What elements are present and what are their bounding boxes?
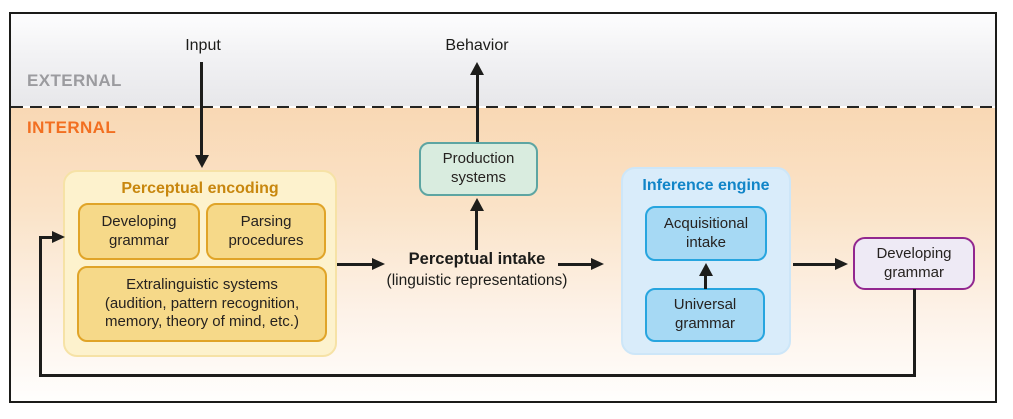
input-label: Input	[185, 37, 221, 54]
feedback-segment-right-vertical	[913, 289, 916, 377]
region-divider-dashed-line	[11, 106, 995, 109]
universal-grammar-box: Universal grammar	[645, 288, 765, 342]
external-region	[11, 14, 995, 106]
behavior-label: Behavior	[445, 37, 509, 54]
feedback-segment-left-vertical	[39, 237, 42, 377]
perceptual-intake: Perceptual intake (linguistic representa…	[367, 250, 587, 290]
arrowhead-up-icon	[470, 62, 484, 75]
production-systems-box: Production systems	[419, 142, 538, 196]
arrowhead-right-icon	[835, 258, 848, 270]
arrowhead-up-icon	[698, 263, 713, 276]
external-region-label: EXTERNAL	[27, 71, 122, 90]
arrow-line	[558, 263, 592, 266]
feedback-segment-arrow-stub	[39, 236, 53, 239]
perceptual-encoding-title: Perceptual encoding	[121, 180, 279, 197]
inference-engine-title: Inference engine	[642, 177, 770, 194]
perceptual-intake-sublabel: (linguistic representations)	[386, 272, 568, 289]
internal-region-label: INTERNAL	[27, 118, 117, 137]
arrowhead-down-icon	[194, 155, 209, 168]
arrowhead-right-icon	[52, 231, 65, 243]
arrow-line	[475, 74, 479, 142]
feedback-segment-bottom-horizontal	[39, 374, 916, 377]
acquisitional-intake-box: Acquisitional intake	[645, 206, 767, 261]
extralinguistic-systems-box: Extralinguistic systems (audition, patte…	[77, 266, 327, 342]
arrowhead-right-icon	[372, 258, 385, 270]
arrowhead-up-icon	[469, 198, 484, 211]
arrowhead-right-icon	[591, 258, 604, 270]
arrow-line	[704, 275, 707, 289]
developing-grammar-box: Developing grammar	[78, 203, 200, 260]
arrow-line	[793, 263, 836, 266]
perceptual-intake-label: Perceptual intake	[408, 250, 546, 268]
developing-grammar-output-box: Developing grammar	[853, 237, 975, 290]
arrow-line	[200, 62, 203, 156]
parsing-procedures-box: Parsing procedures	[206, 203, 326, 260]
arrow-line	[475, 210, 478, 250]
arrow-line	[337, 263, 373, 266]
